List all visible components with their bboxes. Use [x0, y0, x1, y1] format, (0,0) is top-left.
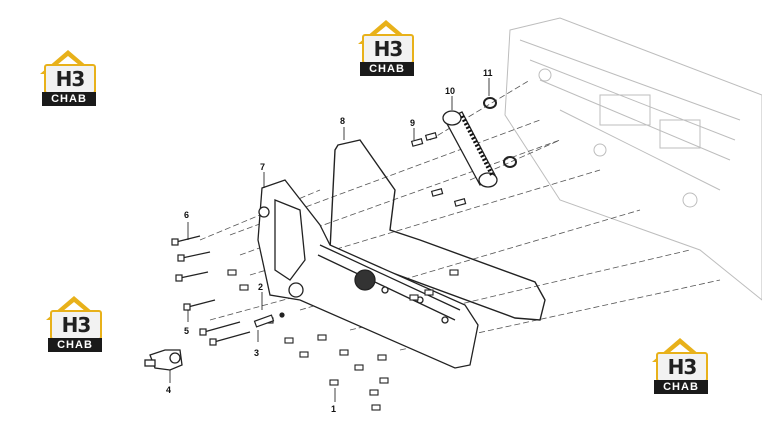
logo-mark: H3 — [362, 34, 414, 64]
callout-7: 7 — [260, 162, 265, 172]
gasket — [329, 139, 546, 321]
brand-logo: H3 CHAB — [42, 294, 106, 354]
brand-logo: H3 CHAB — [648, 336, 712, 396]
logo-strap: CHAB — [654, 380, 708, 394]
logo-strap: CHAB — [48, 338, 102, 352]
callout-5: 5 — [184, 326, 189, 336]
brand-logo: H3 CHAB — [354, 18, 418, 78]
seal-rings — [483, 97, 517, 168]
logo-mark: H3 — [50, 310, 102, 340]
callout-leaders — [169, 78, 490, 402]
callout-10: 10 — [445, 86, 455, 96]
callout-3: 3 — [254, 348, 259, 358]
long-bolts — [171, 235, 251, 346]
logo-strap: CHAB — [42, 92, 96, 106]
callout-4: 4 — [166, 385, 171, 395]
brand-logo: H3 CHAB — [36, 48, 100, 108]
callout-8: 8 — [340, 116, 345, 126]
engine-block — [504, 17, 762, 301]
logo-strap: CHAB — [360, 62, 414, 76]
logo-mark: H3 — [44, 64, 96, 94]
cover-plate — [257, 179, 479, 369]
sensor — [144, 349, 183, 371]
oil-cooler — [442, 110, 498, 188]
callout-9: 9 — [410, 118, 415, 128]
callout-2: 2 — [258, 282, 263, 292]
callout-1: 1 — [331, 404, 336, 414]
callout-11: 11 — [483, 68, 493, 78]
callout-6: 6 — [184, 210, 189, 220]
dowel-pins — [253, 312, 285, 328]
logo-mark: H3 — [656, 352, 708, 382]
cooler-bolts — [410, 132, 467, 207]
